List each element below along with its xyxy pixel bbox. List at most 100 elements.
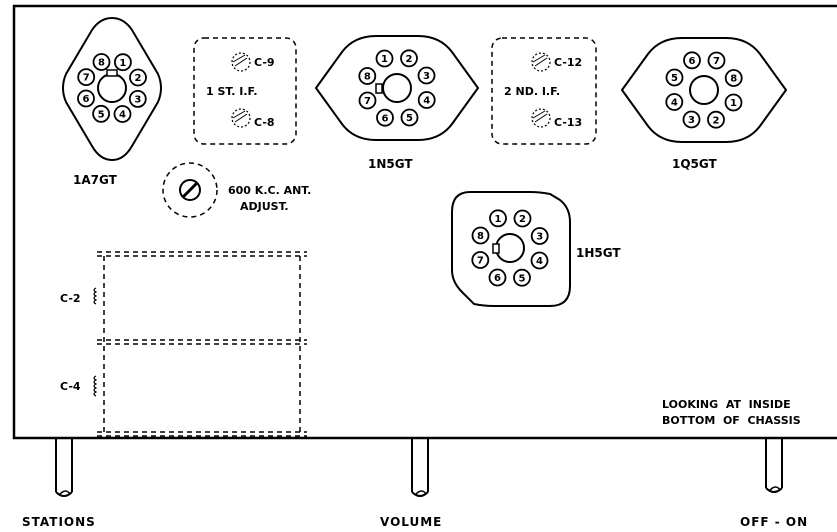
socket-pin xyxy=(489,209,507,228)
trimmer-label-c13: C-13 xyxy=(554,116,582,129)
socket-pin xyxy=(400,49,418,68)
socket-pin xyxy=(707,51,726,70)
if-label-2: 2 ND. I.F. xyxy=(504,85,560,98)
trimmer-label-c9: C-9 xyxy=(254,56,275,69)
socket-pin-number: 1 xyxy=(381,54,388,65)
socket-pin xyxy=(358,67,377,85)
trimmer-label-c2: C-2 xyxy=(60,292,81,305)
chassis-outline xyxy=(12,4,837,440)
socket-pin xyxy=(513,209,532,228)
chassis-note-line1: LOOKING AT INSIDE xyxy=(662,398,791,411)
socket-pin-number: 2 xyxy=(713,115,720,126)
socket-pin-number: 1 xyxy=(730,98,737,109)
socket-pin xyxy=(376,108,394,127)
trimmer-c9 xyxy=(231,52,251,72)
trimmer-label-c12: C-12 xyxy=(554,56,582,69)
socket-pin-number: 8 xyxy=(98,58,105,69)
socket-pin xyxy=(77,68,96,86)
tube-socket-1a7gt: 8 12 34 56 7 xyxy=(62,16,162,162)
gang-capacitor xyxy=(93,251,307,437)
socket-pin xyxy=(724,69,743,87)
socket-pin xyxy=(92,53,111,71)
socket-pin xyxy=(77,89,95,108)
antenna-adjust-screw xyxy=(162,162,218,218)
socket-pin-number: 7 xyxy=(83,73,90,84)
socket-pin xyxy=(665,68,684,87)
socket-pin xyxy=(417,66,436,85)
shaft-stations xyxy=(55,439,73,497)
control-label-off-on: OFF - ON xyxy=(740,515,808,529)
socket-pin-number: 4 xyxy=(119,110,126,121)
socket-pin-number: 3 xyxy=(688,115,695,126)
socket-pin-number: 3 xyxy=(423,71,430,82)
socket-pin-number: 2 xyxy=(406,54,413,65)
socket-pin-number: 8 xyxy=(364,72,371,83)
socket-pin xyxy=(114,53,132,72)
socket-pin-number: 1 xyxy=(119,58,126,69)
socket-pin xyxy=(665,93,684,111)
trimmer-label-c4: C-4 xyxy=(60,380,81,393)
socket-pin xyxy=(358,91,377,110)
socket-pin-number: 4 xyxy=(536,256,543,267)
antenna-adjust-label-2: ADJUST. xyxy=(240,200,289,213)
chassis-note-line2: BOTTOM OF CHASSIS xyxy=(662,414,801,427)
socket-pin xyxy=(375,49,394,68)
socket-pin-number: 8 xyxy=(730,74,737,85)
socket-pin-number: 2 xyxy=(519,214,526,225)
socket-pin-number: 3 xyxy=(536,232,543,243)
tube-socket-1n5gt: 23 45 67 81 xyxy=(314,35,480,141)
socket-pin-number: 5 xyxy=(98,109,105,120)
socket-pin xyxy=(530,251,549,270)
socket-pin-number: 6 xyxy=(382,113,389,124)
trimmer-c4 xyxy=(93,375,98,397)
socket-pin-number: 7 xyxy=(364,96,371,107)
if-transformer-2 xyxy=(491,37,597,145)
socket-pin-number: 7 xyxy=(713,56,720,67)
tube-label-1a7gt: 1A7GT xyxy=(73,173,118,187)
socket-pin xyxy=(417,91,436,109)
socket-pin-number: 3 xyxy=(134,95,141,106)
socket-pin-number: 5 xyxy=(406,113,413,124)
socket-pin-number: 2 xyxy=(135,73,142,84)
trimmer-c8 xyxy=(231,108,251,128)
socket-pin-number: 4 xyxy=(671,98,678,109)
socket-pin xyxy=(129,68,147,87)
socket-pin xyxy=(530,227,549,245)
shaft-off-on xyxy=(765,439,783,493)
socket-pin xyxy=(513,268,531,287)
control-label-volume: VOLUME xyxy=(380,515,442,529)
socket-pin-number: 5 xyxy=(671,73,678,84)
if-transformer-1 xyxy=(193,37,297,145)
socket-pin xyxy=(128,90,147,108)
socket-pin xyxy=(471,251,490,269)
socket-pin-number: 6 xyxy=(83,94,90,105)
socket-pin xyxy=(400,108,419,127)
antenna-adjust-label-1: 600 K.C. ANT. xyxy=(228,184,311,197)
socket-pin xyxy=(724,93,743,112)
trimmer-c2 xyxy=(93,287,98,305)
socket-pin xyxy=(471,226,490,245)
socket-pin xyxy=(113,105,132,123)
socket-pin xyxy=(682,110,701,129)
socket-pin-number: 4 xyxy=(423,96,430,107)
socket-pin xyxy=(92,104,110,123)
tube-label-1n5gt: 1N5GT xyxy=(368,157,413,171)
shaft-volume xyxy=(411,439,429,497)
trimmer-c12 xyxy=(531,52,551,72)
socket-pin-number: 6 xyxy=(494,273,501,284)
socket-pin-number: 1 xyxy=(495,214,502,225)
trimmer-c13 xyxy=(531,108,551,128)
socket-pin-number: 7 xyxy=(477,256,484,267)
socket-pin-number: 8 xyxy=(477,231,484,242)
trimmer-label-c8: C-8 xyxy=(254,116,275,129)
tube-label-1h5gt: 1H5GT xyxy=(576,246,621,260)
socket-pin xyxy=(488,268,507,287)
socket-pin-number: 6 xyxy=(689,56,696,67)
control-label-stations: STATIONS xyxy=(22,515,96,529)
if-label-1: 1 ST. I.F. xyxy=(206,85,258,98)
socket-pin xyxy=(683,51,701,70)
tube-socket-1q5gt: 6 78 12 34 5 xyxy=(620,37,788,143)
tube-label-1q5gt: 1Q5GT xyxy=(672,157,718,171)
